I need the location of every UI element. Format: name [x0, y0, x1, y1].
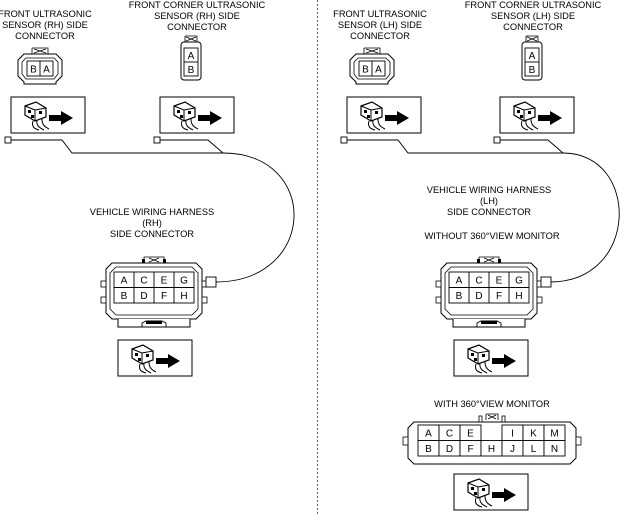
rh-sensor-wire-end — [4, 136, 12, 144]
label-line: CONNECTOR — [15, 31, 75, 41]
lh-360-connector: A C E I K M B D F H J L N — [402, 413, 582, 465]
label-line: VEHICLE WIRING HARNESS — [90, 207, 215, 217]
with-360-label: WITH 360°VIEW MONITOR — [434, 399, 550, 409]
rh-corner-pin-grid: AB — [188, 51, 195, 76]
pin-label: B — [456, 291, 463, 302]
lh-harness-probe-icon — [453, 339, 529, 377]
lh-sensor-wire-end — [340, 136, 348, 144]
label-line: FRONT ULTRASONIC — [0, 9, 92, 19]
pin-label: F — [467, 444, 473, 455]
pin-label: B — [529, 65, 536, 76]
label-line: FRONT ULTRASONIC — [333, 9, 427, 19]
pin-label: M — [550, 429, 558, 440]
pin-label: A — [43, 65, 50, 76]
lh-sensor-probe-icon — [346, 96, 422, 134]
rh-corner-wire-end — [153, 136, 161, 144]
pin-label: F — [496, 291, 502, 302]
rh-sensor-connector — [17, 47, 63, 85]
pin-label: B — [425, 444, 432, 455]
pin-label: A — [456, 276, 463, 287]
rh-sensor-probe-icon — [10, 96, 86, 134]
label-line: CONNECTOR — [503, 22, 563, 32]
pin-label: B — [188, 65, 195, 76]
lh-corner-probe-icon — [499, 96, 575, 134]
pin-label: L — [531, 444, 537, 455]
label-line: CONNECTOR — [167, 22, 227, 32]
pin-label: E — [161, 276, 168, 287]
lh-sensor-connector — [349, 47, 395, 85]
pin-label: E — [467, 429, 474, 440]
pin-label: E — [496, 276, 503, 287]
label-line: SIDE CONNECTOR — [447, 207, 531, 217]
pin-label: B — [121, 291, 128, 302]
rh-harness-wire-end — [205, 276, 217, 288]
label-line: VEHICLE WIRING HARNESS — [427, 185, 552, 195]
rh-harness-pin-grid: A C E G B D F H — [113, 271, 195, 304]
pin-label: A — [529, 51, 536, 62]
pin-label: F — [161, 291, 167, 302]
lh-harness-pin-grid: A C E G B D F H — [448, 271, 530, 304]
pin-label: H — [180, 291, 187, 302]
pin-label: B — [30, 65, 37, 76]
pin-label: D — [140, 291, 147, 302]
pin-cell — [543, 440, 566, 457]
pin-label: A — [121, 276, 128, 287]
label-line: SENSOR (RH) SIDE — [154, 11, 240, 21]
rh-corner-wire — [160, 139, 224, 154]
pin-label: A — [425, 429, 432, 440]
lh-harness-wire-end — [540, 276, 552, 288]
pin-label: N — [551, 444, 558, 455]
pin-label: C — [140, 276, 147, 287]
label-line: CONNECTOR — [350, 31, 410, 41]
label-line: (LH) — [480, 196, 498, 206]
label-line: SENSOR (LH) SIDE — [491, 11, 575, 21]
lh-corner-wire-end — [493, 136, 501, 144]
rh-harness-wire — [11, 139, 295, 283]
pin-label: H — [515, 291, 522, 302]
lh-360-pin-grid: A C E I K M B D F H J L N — [417, 424, 566, 457]
rh-harness-label: VEHICLE WIRING HARNESS(RH)SIDE CONNECTOR — [90, 207, 215, 239]
lh-corner-pin-grid: AB — [529, 51, 536, 76]
label-line: FRONT CORNER ULTRASONIC — [465, 0, 602, 10]
label-line: FRONT CORNER ULTRASONIC — [129, 0, 266, 10]
label-line: (RH) — [142, 218, 162, 228]
without-360-label: WITHOUT 360°VIEW MONITOR — [424, 231, 559, 241]
pin-label: K — [530, 429, 537, 440]
rh-corner-probe-icon — [159, 96, 235, 134]
pin-label: C — [475, 276, 482, 287]
label-line: SENSOR (LH) SIDE — [338, 20, 422, 30]
lh-harness-wire — [347, 139, 620, 283]
pin-label: J — [510, 444, 515, 455]
pin-label: I — [511, 429, 514, 440]
pin-label: G — [180, 276, 188, 287]
pin-label: A — [375, 65, 382, 76]
label-line: SENSOR (RH) SIDE — [2, 20, 88, 30]
lh-360-probe-icon — [453, 473, 529, 511]
lh-harness-label: VEHICLE WIRING HARNESS(LH)SIDE CONNECTOR — [427, 185, 552, 217]
pin-label: G — [515, 276, 523, 287]
lh-corner-wire — [500, 139, 564, 154]
pin-label: C — [446, 429, 453, 440]
pin-label: H — [488, 444, 495, 455]
pin-label: B — [362, 65, 369, 76]
pin-label: A — [188, 51, 195, 62]
rh-harness-probe-icon — [117, 339, 193, 377]
label-line: SIDE CONNECTOR — [110, 229, 194, 239]
pin-label: D — [475, 291, 482, 302]
pin-label: D — [446, 444, 453, 455]
